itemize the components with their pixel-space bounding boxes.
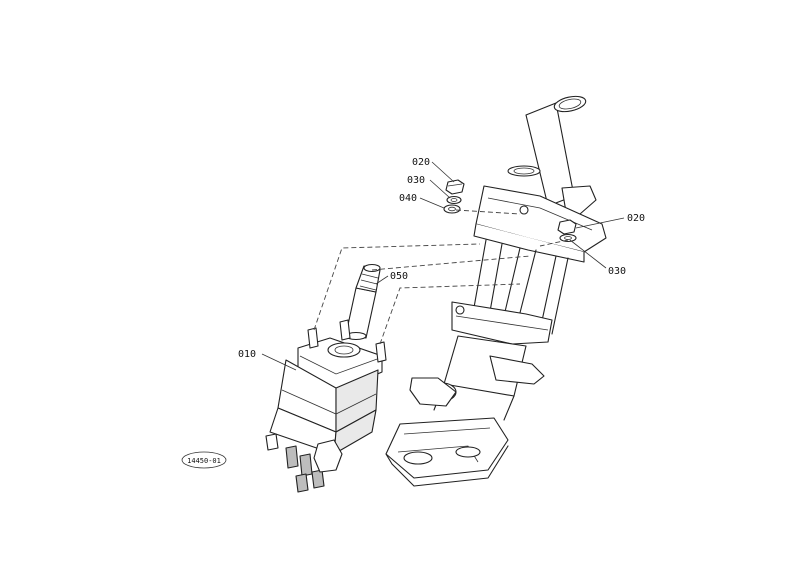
part-labels: 020 030 040 050 010 020 030: [238, 157, 645, 360]
reference-code-badge: 14450-01: [181, 451, 227, 469]
assembly-guide-lines: [313, 209, 569, 345]
reference-code: 14450-01: [187, 457, 221, 465]
part-020-nut-right[interactable]: [557, 219, 577, 235]
label-030-right: 030: [608, 266, 626, 277]
part-040-washer[interactable]: [443, 204, 461, 214]
label-050: 050: [390, 271, 408, 282]
part-030-washer-right[interactable]: [559, 233, 577, 243]
part-050-coupling[interactable]: [345, 263, 381, 341]
part-010-steering-unit[interactable]: [265, 319, 387, 493]
part-030-washer[interactable]: [446, 195, 462, 205]
label-020-right: 020: [627, 213, 645, 224]
part-020-nut[interactable]: [445, 179, 465, 195]
label-010: 010: [238, 349, 256, 360]
label-020-top: 020: [412, 157, 430, 168]
label-030-top: 030: [407, 175, 425, 186]
leader-lines: [261, 161, 625, 371]
steering-column-assembly: [385, 95, 607, 487]
label-040: 040: [399, 193, 417, 204]
